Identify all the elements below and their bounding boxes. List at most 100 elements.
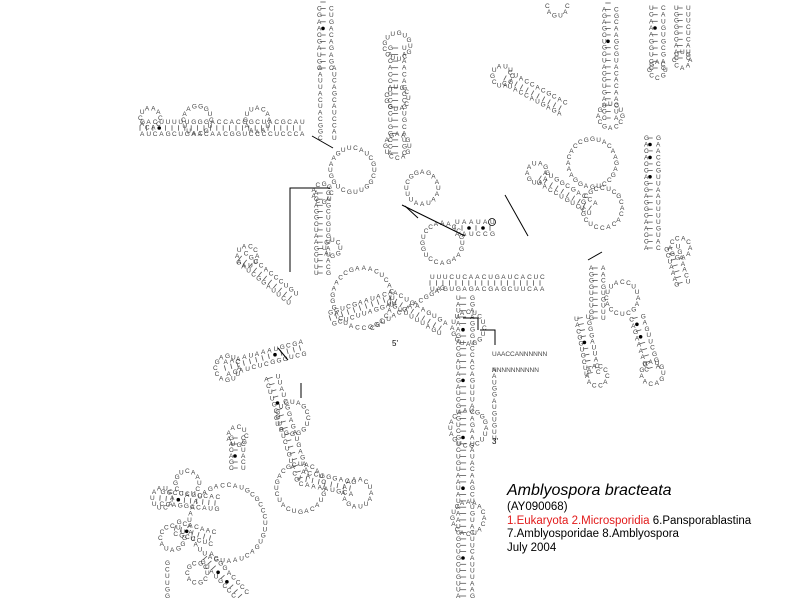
base-pair <box>284 433 290 436</box>
nucleotide: C <box>364 479 369 486</box>
nucleotide: C <box>614 70 619 77</box>
nucleotide: U <box>437 330 442 337</box>
base-pair <box>580 335 587 338</box>
nucleotide: U <box>602 38 607 45</box>
base-pair <box>382 297 386 303</box>
nucleotide: G <box>314 215 319 222</box>
nucleotide: G <box>317 12 322 19</box>
nucleotide: U <box>390 295 395 302</box>
nucleotide: G <box>450 515 455 522</box>
nucleotide: U <box>661 32 666 39</box>
nucleotide: G <box>589 284 594 291</box>
nucleotide: C <box>384 313 389 320</box>
nucleotide: U <box>686 5 691 12</box>
nucleotide: C <box>656 154 661 161</box>
nucleotide: C <box>229 447 234 454</box>
nucleotide: C <box>166 502 171 509</box>
nucleotide: C <box>355 325 360 332</box>
nucleotide: U <box>421 234 426 241</box>
nucleotide: A <box>237 259 242 266</box>
nucleotide: G <box>470 333 475 340</box>
nucleotide: G <box>402 307 407 314</box>
nucleotide: A <box>569 148 574 155</box>
nucleotide: A <box>242 244 247 251</box>
nucleotide: A <box>534 286 539 293</box>
nucleotide: A <box>470 403 475 410</box>
nucleotide: C <box>424 228 429 235</box>
nucleotide: U <box>327 196 332 203</box>
nucleotide: A <box>188 530 193 537</box>
nucleotide: U <box>483 431 488 438</box>
nucleotide: G <box>675 255 680 262</box>
nucleotide: A <box>210 119 215 126</box>
nucleotide: A <box>401 153 406 160</box>
nucleotide: C <box>399 293 404 300</box>
nucleotide: C <box>283 398 288 405</box>
base-pair <box>298 345 302 351</box>
nucleotide: A <box>332 84 337 91</box>
nucleotide: U <box>275 421 280 428</box>
nucleotide: G <box>414 170 419 177</box>
base-pair <box>358 305 362 311</box>
nucleotide: G <box>456 333 461 340</box>
nucleotide: A <box>602 64 607 71</box>
nucleotide: A <box>472 500 477 507</box>
nucleotide: A <box>339 477 344 484</box>
nucleotide: C <box>160 529 165 536</box>
nucleotide: A <box>249 127 254 134</box>
species-name: Amblyospora bracteata <box>507 482 672 499</box>
nucleotide: G <box>245 488 250 495</box>
nucleotide: A <box>592 364 597 371</box>
nucleotide: A <box>332 155 337 162</box>
nucleotide: A <box>456 327 461 334</box>
nucleotide: A <box>543 170 548 177</box>
nucleotide: C <box>192 580 197 587</box>
nucleotide: U <box>514 286 519 293</box>
nucleotide: G <box>581 353 586 360</box>
nucleotide: A <box>145 106 150 113</box>
base-pair <box>427 318 431 324</box>
nucleotide: U <box>388 87 393 94</box>
nucleotide: C <box>598 364 603 371</box>
nucleotide: U <box>358 504 363 511</box>
nucleotide: U <box>580 347 585 354</box>
nucleotide: U <box>404 185 409 192</box>
gu-pair-dot <box>461 327 465 332</box>
nucleotide: A <box>266 284 271 291</box>
nucleotide: A <box>318 110 323 117</box>
nucleotide: G <box>291 423 296 430</box>
nucleotide: A <box>475 274 480 281</box>
nucleotide: U <box>388 91 393 98</box>
nucleotide: G <box>177 519 182 526</box>
nucleotide: A <box>172 502 177 509</box>
nucleotide: U <box>480 437 485 444</box>
nucleotide: G <box>322 181 327 188</box>
nucleotide: A <box>230 119 235 126</box>
nucleotide: A <box>557 110 562 117</box>
nucleotide: G <box>298 509 303 516</box>
nucleotide: G <box>661 65 666 72</box>
nucleotide: A <box>644 193 649 200</box>
nucleotide: G <box>661 73 666 80</box>
nucleotide: G <box>255 496 260 503</box>
nucleotide: C <box>644 367 649 374</box>
nucleotide: A <box>540 286 545 293</box>
nucleotide: G <box>334 307 339 314</box>
nucleotide: A <box>682 267 687 274</box>
nucleotide: G <box>389 133 394 140</box>
nucleotide: G <box>284 430 289 437</box>
gu-pair-dot <box>467 226 471 230</box>
nucleotide: G <box>577 334 582 341</box>
nucleotide: A <box>227 558 232 565</box>
nucleotide: U <box>241 465 246 472</box>
nucleotide: G <box>483 419 488 426</box>
nucleotide: U <box>263 526 268 533</box>
nucleotide: A <box>210 131 215 138</box>
gu-pair-dot <box>648 175 652 179</box>
nucleotide: A <box>151 125 156 132</box>
base-pair <box>196 498 198 505</box>
nucleotide: A <box>296 400 301 407</box>
nucleotide: G <box>229 435 234 442</box>
nucleotide: U <box>408 43 413 50</box>
nucleotide: G <box>565 197 570 204</box>
